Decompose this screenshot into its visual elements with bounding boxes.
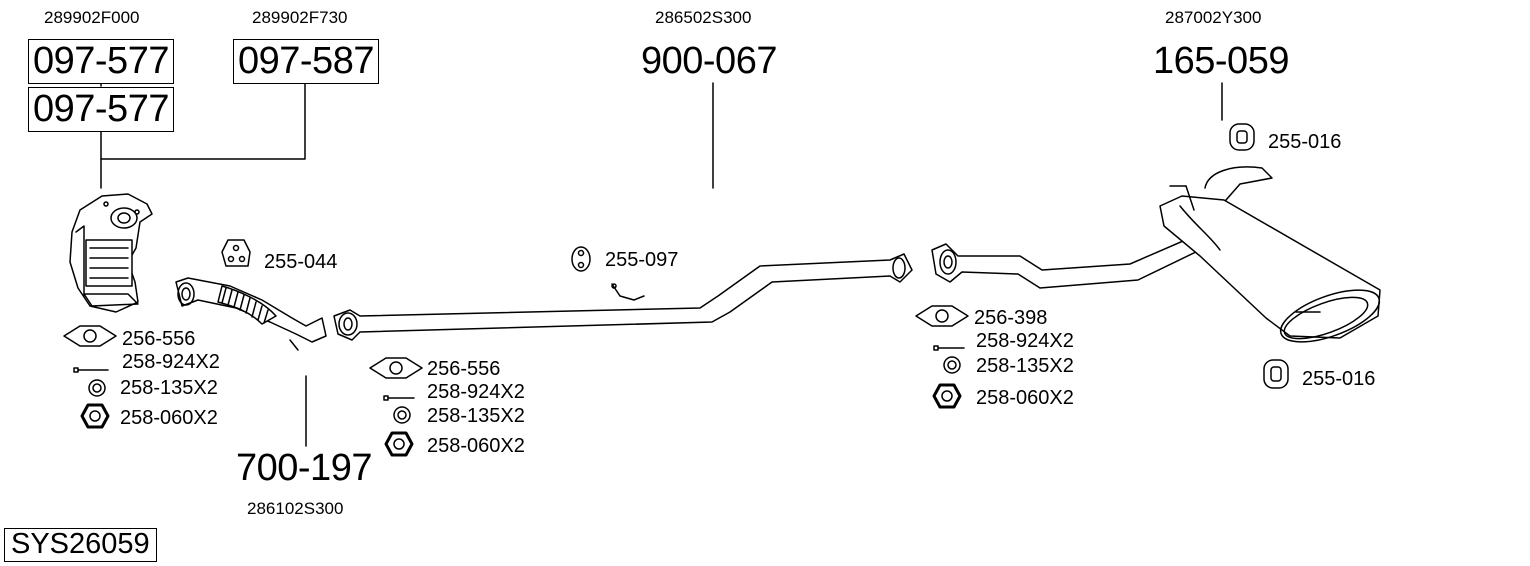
hanger-label-rear-bottom: 255-016 bbox=[1302, 368, 1376, 390]
bolt-label-b: 258-924X2 bbox=[427, 381, 525, 403]
part-number-mid-pipe: 900-067 bbox=[641, 40, 777, 82]
system-id-label: SYS26059 bbox=[4, 528, 157, 562]
catalytic-converter-drawing bbox=[69, 193, 153, 313]
nut-label-a: 258-060X2 bbox=[120, 407, 218, 429]
washer-label-a: 258-135X2 bbox=[120, 377, 218, 399]
rear-silencer-drawing bbox=[931, 166, 1381, 343]
washer-label-c: 258-135X2 bbox=[976, 355, 1074, 377]
part-number-cat-upper: 097-577 bbox=[28, 39, 174, 84]
part-number-front-pipe: 700-197 bbox=[236, 447, 372, 489]
hanger-label-rear-top: 255-016 bbox=[1268, 131, 1342, 153]
part-number-cat-alt: 097-587 bbox=[233, 39, 379, 84]
oem-number-cat-left: 289902F000 bbox=[44, 8, 140, 27]
front-pipe-drawing bbox=[175, 277, 327, 351]
washer-label-b: 258-135X2 bbox=[427, 405, 525, 427]
nut-label-b: 258-060X2 bbox=[427, 435, 525, 457]
hanger-255-016-bottom-shape bbox=[1263, 359, 1289, 389]
hanger-255-016-top-shape bbox=[1229, 123, 1255, 151]
oem-number-front-pipe: 286102S300 bbox=[247, 499, 344, 518]
part-number-cat-lower: 097-577 bbox=[28, 87, 174, 132]
bolt-label-c: 258-924X2 bbox=[976, 330, 1074, 352]
hanger-label-mid: 255-097 bbox=[605, 249, 679, 271]
accessory-group-a-shapes bbox=[63, 325, 117, 429]
bolt-label-a: 258-924X2 bbox=[122, 351, 220, 373]
hanger-255-097-shape bbox=[571, 246, 591, 272]
oem-number-mid-pipe: 286502S300 bbox=[655, 8, 752, 27]
part-number-rear-silencer: 165-059 bbox=[1153, 40, 1289, 82]
gasket-label-b: 256-556 bbox=[427, 358, 501, 380]
hanger-255-044-shape bbox=[221, 239, 251, 267]
mid-pipe-drawing bbox=[333, 253, 913, 341]
leader-lines bbox=[100, 78, 1223, 447]
gasket-label-a: 256-556 bbox=[122, 328, 196, 350]
oem-number-rear-silencer: 287002Y300 bbox=[1165, 8, 1262, 27]
oem-number-cat-right: 289902F730 bbox=[252, 8, 348, 27]
hanger-label-front: 255-044 bbox=[264, 251, 338, 273]
gasket-label-c: 256-398 bbox=[974, 307, 1048, 329]
nut-label-c: 258-060X2 bbox=[976, 387, 1074, 409]
accessory-group-c-shapes bbox=[915, 305, 969, 409]
accessory-group-b-shapes bbox=[369, 357, 423, 457]
